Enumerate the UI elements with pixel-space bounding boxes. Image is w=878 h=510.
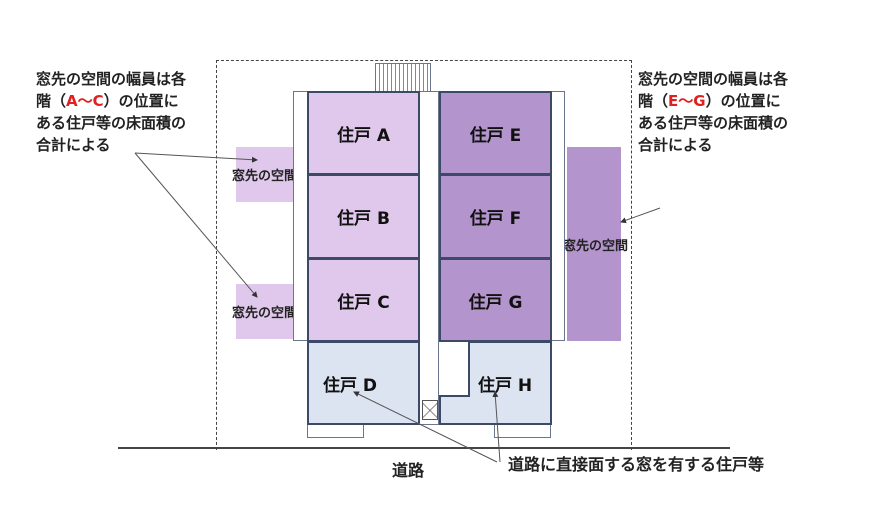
unit-b: 住戸 B — [307, 174, 420, 259]
note-line: 階（A～C）の位置に — [36, 90, 186, 112]
window-space-label: 窓先の空間 — [232, 306, 298, 321]
unit-label: 住戸 D — [323, 376, 378, 396]
arrow-unit-h — [492, 391, 501, 463]
note-line: 階（E～G）の位置に — [638, 90, 788, 112]
unit-label: 住戸 A — [336, 125, 391, 146]
unit-h-lower — [439, 395, 470, 425]
arrow-unit-d — [353, 391, 498, 463]
window-space-left-upper: 窓先の空間 — [232, 147, 297, 202]
unit-c: 住戸 C — [307, 258, 420, 342]
note-line: 窓先の空間の幅員は各 — [638, 70, 789, 88]
site-boundary — [216, 60, 632, 450]
arrow-left-lower — [134, 152, 258, 298]
unit-g: 住戸 G — [439, 258, 552, 342]
window-space-label: 窓先の空間 — [232, 169, 298, 184]
note-text: ）の位置に — [705, 92, 781, 110]
note-line: 窓先の空間の幅員は各 — [36, 70, 187, 88]
note-text: 階（ — [638, 92, 669, 110]
unit-label: 住戸 H — [478, 376, 533, 396]
road-label: 道路 — [392, 461, 425, 480]
window-space-right: 窓先の空間 — [563, 147, 628, 341]
unit-label: 住戸 C — [337, 292, 390, 313]
note-text: 階（ — [36, 92, 67, 110]
note-text: ）の位置に — [103, 92, 179, 110]
unit-label: 住戸 B — [337, 209, 390, 229]
unit-label: 住戸 F — [469, 209, 522, 229]
note-line: 合計による — [638, 136, 713, 154]
unit-label: 住戸 E — [469, 125, 522, 146]
note-line: ある住戸等の床面積の — [638, 114, 789, 132]
note-highlight: A～C — [66, 92, 104, 110]
window-space-label: 窓先の空間 — [563, 238, 629, 254]
road-line — [118, 447, 730, 449]
arrow-right — [620, 207, 661, 224]
unit-a: 住戸 A — [307, 91, 420, 175]
right-note: 窓先の空間の幅員は各 階（E～G）の位置に ある住戸等の床面積の 合計による — [638, 68, 788, 156]
arrow-left-upper — [134, 152, 258, 163]
elevator-icon — [422, 400, 438, 420]
note-line: 合計による — [36, 136, 111, 154]
unit-d: 住戸 D — [307, 341, 420, 425]
unit-h: 住戸 H — [468, 341, 552, 425]
road-facing-label: 道路に直接面する窓を有する住戸等 — [508, 455, 765, 474]
window-space-left-lower: 窓先の空間 — [232, 284, 297, 339]
note-highlight: E～G — [668, 92, 706, 110]
unit-e: 住戸 E — [439, 91, 552, 175]
unit-label: 住戸 G — [468, 292, 523, 313]
left-note: 窓先の空間の幅員は各 階（A～C）の位置に ある住戸等の床面積の 合計による — [36, 68, 186, 156]
note-line: ある住戸等の床面積の — [36, 114, 187, 132]
